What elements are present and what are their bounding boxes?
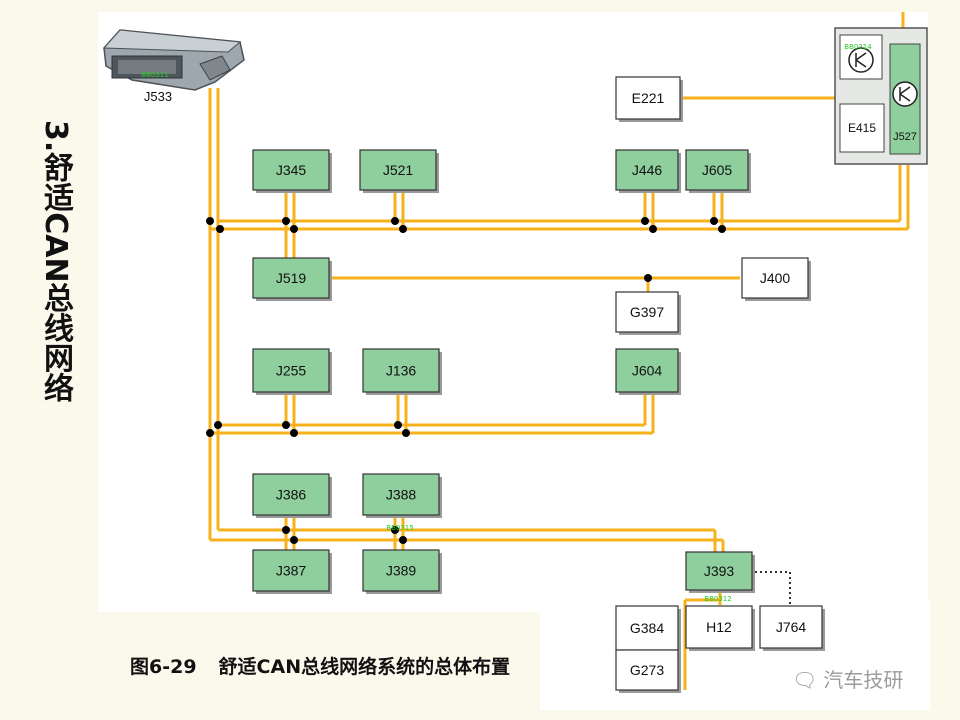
j527-tag: BB0314 xyxy=(844,43,872,51)
node-box xyxy=(615,291,679,333)
node-box xyxy=(685,551,753,591)
node-j604: J604 xyxy=(615,348,681,395)
node-label: J604 xyxy=(632,363,663,379)
node-label: J400 xyxy=(760,270,791,286)
node-label: J388 xyxy=(386,487,417,503)
node-j255: J255 xyxy=(252,348,332,395)
node-g273: G273 xyxy=(615,649,681,693)
node-label: J446 xyxy=(632,162,663,178)
j527-unit: E415 J527 BB0314 xyxy=(834,27,928,165)
node-j605: J605 xyxy=(685,149,751,193)
j527-label: J527 xyxy=(893,131,917,143)
wechat-icon: 🗨 xyxy=(792,668,818,692)
node-j345: J345 xyxy=(252,149,332,193)
node-j387: J387 xyxy=(252,549,332,594)
node-box xyxy=(252,348,330,393)
tag-j393: BB0312 xyxy=(704,595,731,603)
node-j388: J388 xyxy=(362,473,442,518)
watermark-text: 汽车技研 xyxy=(823,668,904,692)
node-label: E221 xyxy=(632,90,665,106)
node-box xyxy=(252,549,330,592)
node-j386: J386 xyxy=(252,473,332,518)
figure-caption-text: 舒适CAN总线网络系统的总体布置 xyxy=(218,656,511,678)
node-box xyxy=(615,649,679,691)
node-g384: G384 xyxy=(615,605,681,653)
node-box xyxy=(362,549,440,592)
node-box xyxy=(362,473,440,516)
node-box xyxy=(362,348,440,393)
node-j446: J446 xyxy=(615,149,681,193)
node-j136: J136 xyxy=(362,348,442,395)
node-j764: J764 xyxy=(759,605,825,651)
node-label: J393 xyxy=(704,563,735,579)
node-j519: J519 xyxy=(252,257,332,301)
figure-number: 图6-29 xyxy=(130,656,197,678)
node-box xyxy=(359,149,437,191)
node-j521: J521 xyxy=(359,149,439,193)
node-box xyxy=(615,149,679,191)
node-box xyxy=(685,149,749,191)
node-box xyxy=(615,348,679,393)
node-label: J605 xyxy=(702,162,733,178)
node-label: G384 xyxy=(630,620,664,636)
watermark: 🗨汽车技研 xyxy=(792,664,903,693)
node-j393: J393 xyxy=(685,551,755,593)
node-box xyxy=(252,149,330,191)
node-label: J136 xyxy=(386,363,417,379)
node-label: G273 xyxy=(630,662,664,678)
gateway-label: J533 xyxy=(144,89,172,104)
tag-j388: BB0315 xyxy=(386,524,413,532)
node-j389: J389 xyxy=(362,549,442,594)
node-box xyxy=(741,257,809,299)
diagram-area xyxy=(98,12,928,612)
node-label: J345 xyxy=(276,162,307,178)
figure-caption: 图6-29 舒适CAN总线网络系统的总体布置 xyxy=(130,652,510,679)
j393-j764-dotted-line xyxy=(755,571,791,606)
node-g397: G397 xyxy=(615,291,681,335)
junction-dots xyxy=(206,217,726,544)
node-label: H12 xyxy=(706,619,732,635)
node-e221: E221 xyxy=(615,76,683,122)
node-box xyxy=(685,605,753,649)
node-h12: H12 xyxy=(685,605,755,651)
node-label: J389 xyxy=(386,563,417,579)
node-label: G397 xyxy=(630,304,664,320)
node-label: J521 xyxy=(383,162,414,178)
node-box xyxy=(252,257,330,299)
node-box xyxy=(252,473,330,516)
section-title: 3.舒适CAN总线网络 xyxy=(38,120,73,403)
node-label: J255 xyxy=(276,363,307,379)
node-label: J519 xyxy=(276,270,307,286)
gateway-tag: BB0311 xyxy=(141,71,168,79)
e415-label: E415 xyxy=(848,121,876,135)
node-box xyxy=(615,76,681,120)
gateway-j533: BB0311 J533 xyxy=(102,29,245,104)
node-label: J386 xyxy=(276,487,307,503)
node-box xyxy=(759,605,823,649)
node-label: J764 xyxy=(776,619,807,635)
node-j400: J400 xyxy=(741,257,811,301)
node-box xyxy=(615,605,679,651)
node-label: J387 xyxy=(276,563,307,579)
